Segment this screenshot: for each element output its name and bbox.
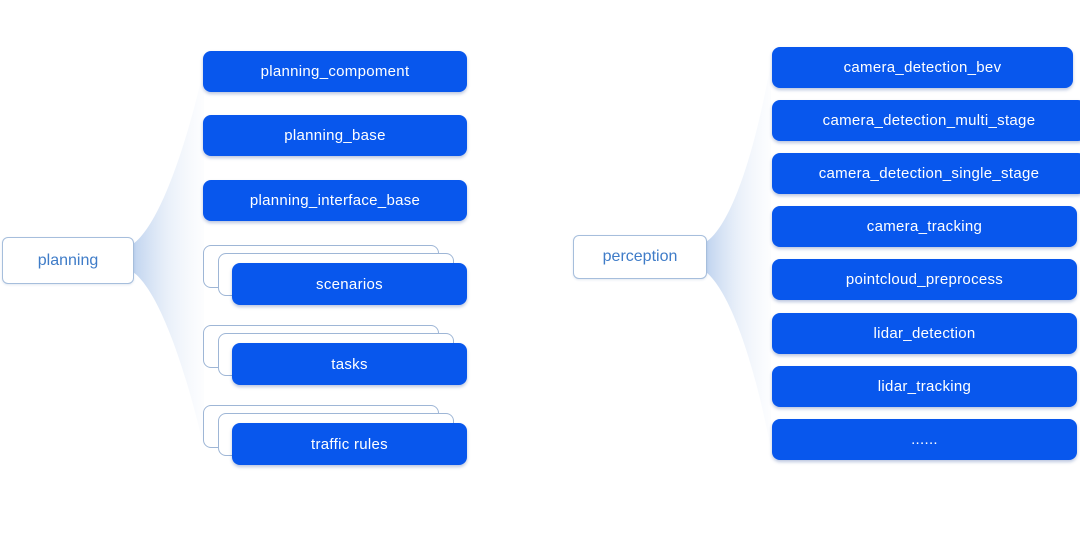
module-box-lidar-tracking: lidar_tracking [772,366,1077,407]
module-box-label: lidar_detection [873,325,976,342]
module-box-camera-detection-multi-stage: camera_detection_multi_stage [772,100,1080,141]
module-box-tasks: tasks [232,343,467,385]
module-box-label: camera_detection_multi_stage [822,112,1036,129]
planning-fan-connector [133,68,204,448]
module-box-pointcloud-preprocess: pointcloud_preprocess [772,259,1077,300]
module-stack-scenarios: scenarios [203,245,467,307]
module-box-label: traffic rules [311,435,388,453]
module-box-label: planning_base [284,127,386,144]
module-box-label: camera_tracking [866,218,983,235]
module-box-label: planning_interface_base [249,192,421,209]
module-box-label: camera_detection_single_stage [818,165,1040,182]
module-box-label: pointcloud_preprocess [845,271,1004,288]
module-box-camera-detection-bev: camera_detection_bev [772,47,1073,88]
module-box-label: ...... [911,431,938,448]
module-box-planning-interface-base: planning_interface_base [203,180,467,221]
module-box-label: lidar_tracking [877,378,972,395]
module-box-camera-tracking: camera_tracking [772,206,1077,247]
module-box-label: scenarios [316,275,383,293]
planning-root-node: planning [2,237,134,284]
module-stack-tasks: tasks [203,325,467,387]
module-stack-traffic-rules: traffic rules [203,405,467,467]
module-box-traffic-rules: traffic rules [232,423,467,465]
perception-root-label: perception [602,248,678,265]
module-box-label: camera_detection_bev [843,59,1002,76]
module-box-ellipsis: ...... [772,419,1077,460]
perception-root-node: perception [573,235,707,279]
module-box-scenarios: scenarios [232,263,467,305]
module-box-planning-base: planning_base [203,115,467,156]
module-box-label: planning_compoment [260,63,410,80]
module-box-lidar-detection: lidar_detection [772,313,1077,354]
planning-root-label: planning [37,251,99,269]
module-box-label: tasks [331,355,368,373]
module-box-camera-detection-single-stage: camera_detection_single_stage [772,153,1080,194]
module-box-planning-compoment: planning_compoment [203,51,467,92]
perception-fan-connector [706,62,771,450]
